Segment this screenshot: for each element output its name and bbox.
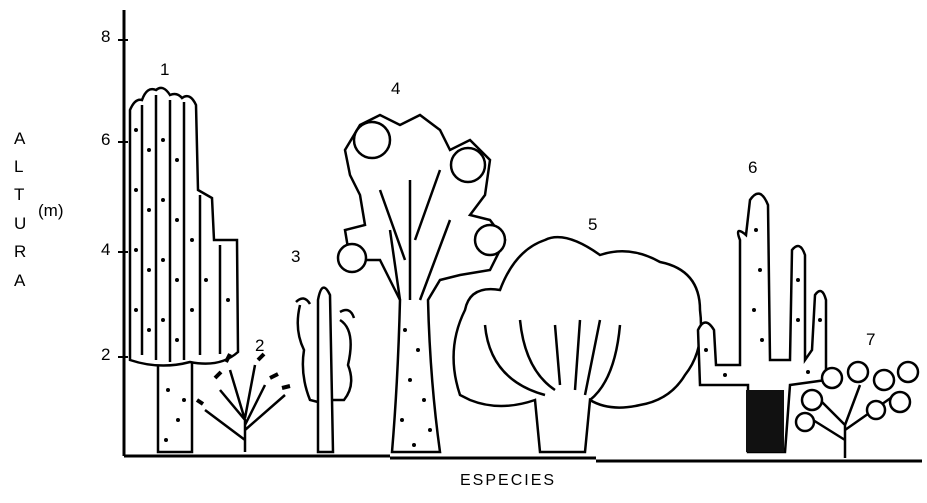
y-tick-label-4: 4 (101, 240, 110, 260)
species-label-5: 5 (588, 215, 597, 235)
x-axis-label: ESPECIES (460, 472, 556, 490)
plant-1-columnar-cactus (130, 88, 238, 452)
y-axis-letter-u: U (14, 215, 26, 233)
y-axis-letter-l: L (14, 158, 23, 176)
y-axis-letter-a1: A (14, 130, 25, 148)
y-axis-unit: (m) (38, 201, 63, 221)
y-axis-letter-a2: A (14, 272, 25, 290)
y-tick-label-6: 6 (101, 130, 110, 150)
species-label-6: 6 (748, 158, 757, 178)
plant-6-dark-trunk (746, 390, 784, 452)
y-axis-letter-t: T (14, 186, 24, 204)
plant-2-shrub (197, 354, 290, 452)
species-label-2: 2 (255, 336, 264, 356)
y-tick-label-8: 8 (101, 27, 110, 47)
y-tick-label-2: 2 (101, 345, 110, 365)
y-axis-letter-r: R (14, 243, 26, 261)
species-label-1: 1 (160, 60, 169, 80)
species-label-4: 4 (391, 79, 400, 99)
plant-3-narrow-shrub (296, 288, 354, 452)
species-label-7: 7 (866, 330, 875, 350)
species-label-3: 3 (291, 247, 300, 267)
